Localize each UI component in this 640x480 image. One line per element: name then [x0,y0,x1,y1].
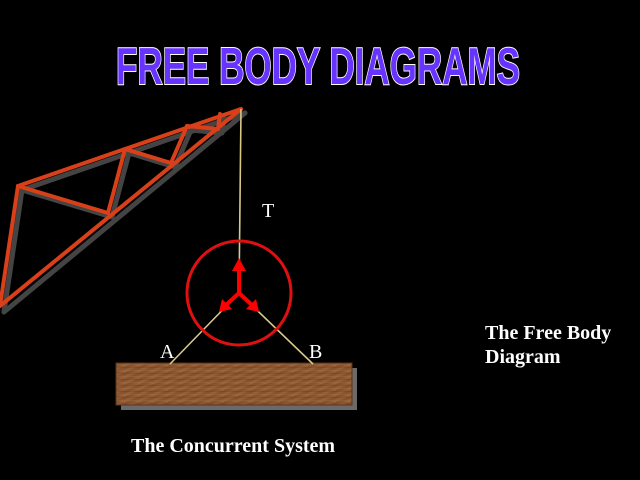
truss-shadow [1,110,248,315]
force-arrow-b [237,291,254,307]
slide-title: FREE BODY DIAGRAMS [116,38,520,96]
truss-top-chord [16,107,243,188]
truss-web-2 [106,147,127,215]
truss-web-4 [169,124,189,165]
arrowhead-a [219,299,232,312]
truss-web-6 [216,112,222,131]
force-arrow-a [224,291,241,307]
truss-end-post [0,184,20,308]
wood-beam [115,362,353,406]
caption-fbd-line-1: The Free Body [485,322,612,344]
truss-web-5 [185,124,220,131]
force-arrows [219,258,259,312]
roof-truss [0,107,243,308]
caption-concurrent-system: The Concurrent System [131,435,336,457]
label-support-a: A [160,341,175,363]
free-body-circle [185,239,293,347]
truss-web-3 [123,147,173,165]
truss-bottom-chord [0,107,243,308]
caption-free-body-diagram: The Free Body Diagram [485,321,611,369]
arrowhead-b [246,299,259,312]
caption-fbd-line-2: Diagram [485,346,561,368]
label-tension: T [262,200,275,222]
arrowhead-t [232,258,246,271]
label-support-b: B [309,341,323,363]
truss-web-1 [16,184,110,215]
